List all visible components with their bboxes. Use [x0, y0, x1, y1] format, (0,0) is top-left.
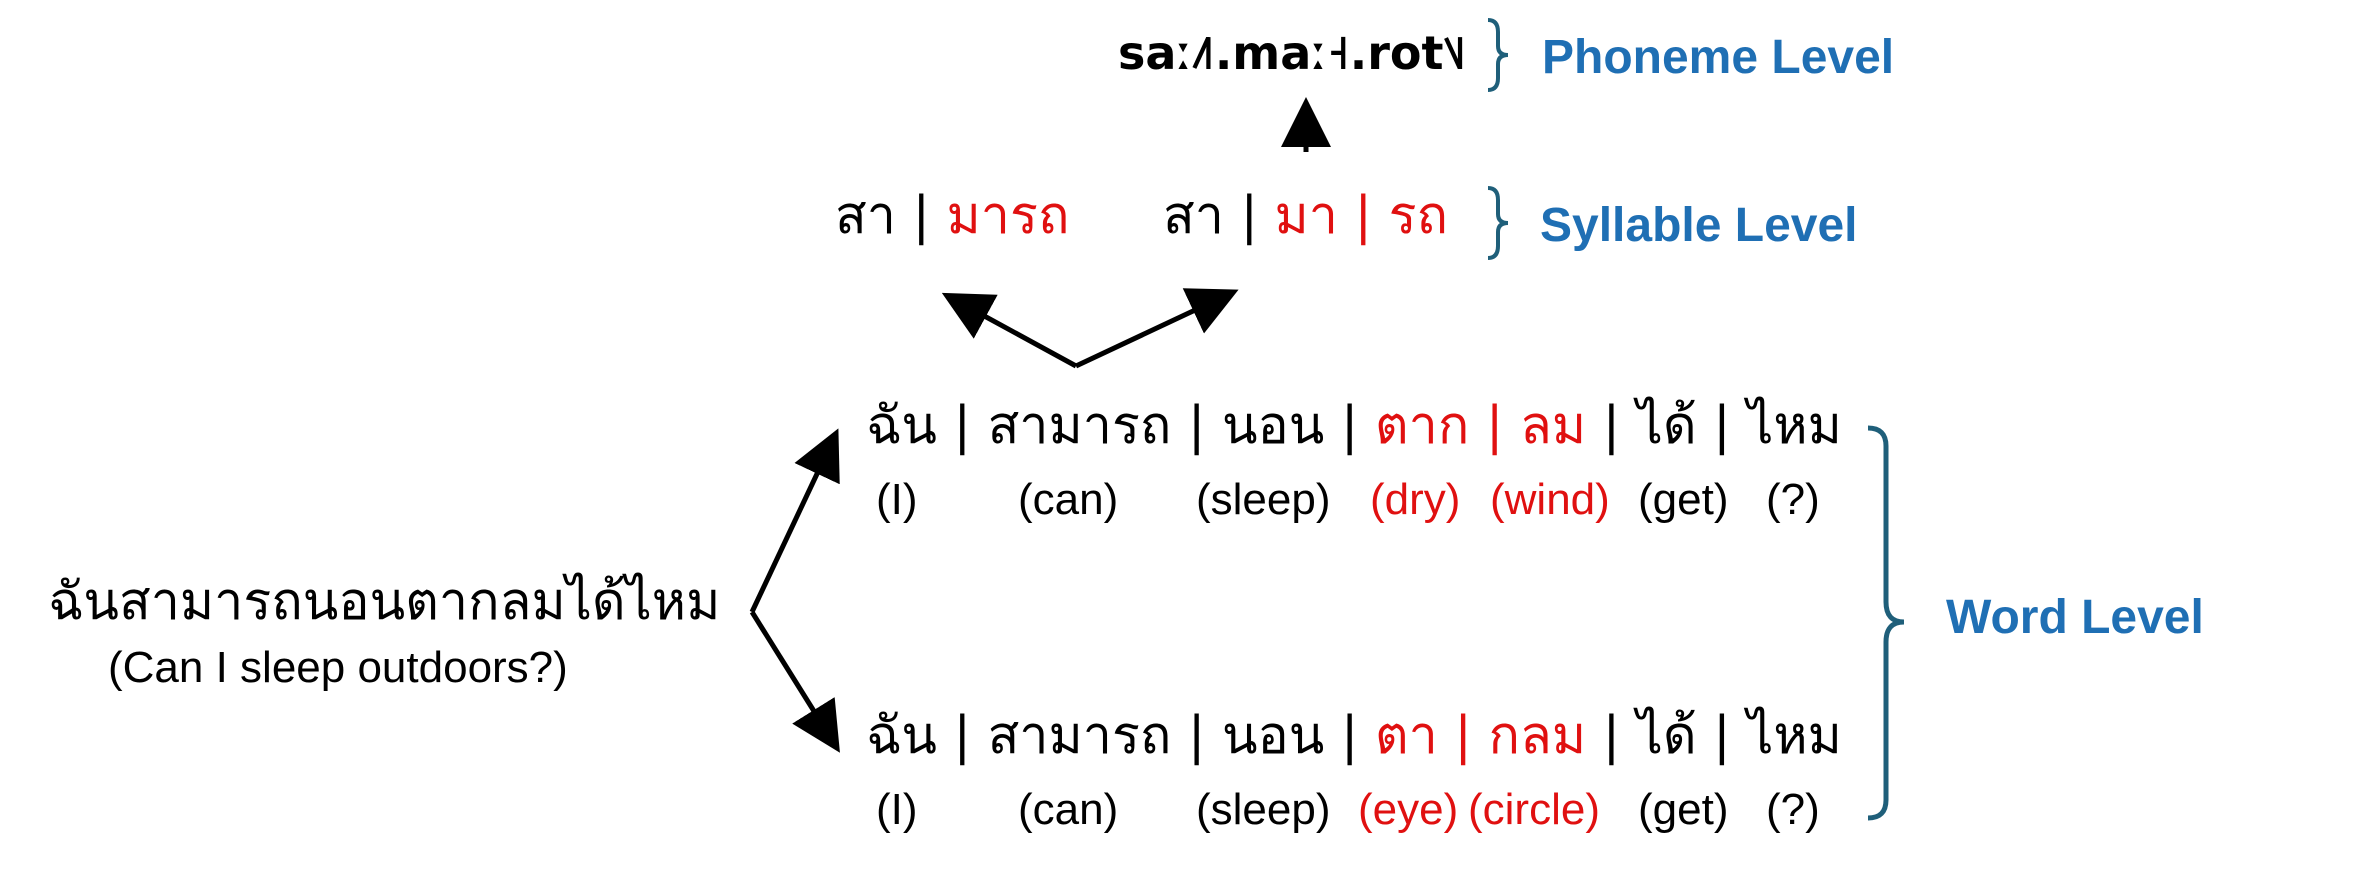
top-word: ไหม	[1747, 396, 1842, 456]
word-level-bracket	[1867, 425, 1905, 821]
bottom-word: นอน	[1221, 706, 1325, 766]
top-word-highlight: ตาก	[1374, 396, 1470, 456]
bottom-sep-highlight: |	[1454, 706, 1472, 766]
bottom-word: ฉัน	[866, 706, 937, 766]
top-sep-highlight: |	[1485, 396, 1504, 456]
gloss-bottom-2: (sleep)	[1196, 785, 1331, 834]
arrow-to-bottom-segmentation	[749, 610, 840, 753]
bottom-word: ไหม	[1747, 706, 1842, 766]
gloss-top-5: (get)	[1638, 475, 1729, 524]
top-sep: |	[953, 396, 972, 456]
syllable-a-first: สา	[835, 186, 896, 246]
top-sep: |	[1602, 396, 1621, 456]
phoneme-bracket	[1487, 18, 1509, 92]
syllable-option-b: สา | มา | รถ	[1163, 190, 1448, 242]
sentence-translation: (Can I sleep outdoors?)	[108, 643, 568, 692]
top-word: ฉัน	[866, 396, 937, 456]
bottom-sep: |	[1713, 706, 1731, 766]
top-word: ได้	[1636, 396, 1697, 456]
syllable-b-second: มา	[1274, 186, 1339, 246]
bottom-word: ได้	[1636, 706, 1697, 766]
word-level-label: Word Level	[1946, 591, 2204, 644]
syllable-a-second: มารถ	[946, 186, 1070, 246]
syllable-option-a: สา | มารถ	[835, 190, 1069, 242]
gloss-top-4: (wind)	[1490, 475, 1610, 524]
sentence-thai: ฉันสามารถนอนตากลมได้ไหม	[48, 572, 721, 632]
arrow-to-syllable-b	[1074, 288, 1239, 369]
syllable-b-third: รถ	[1388, 186, 1449, 246]
top-sep: |	[1340, 396, 1359, 456]
bottom-word-highlight: ตา	[1374, 706, 1438, 766]
top-sep: |	[1713, 396, 1731, 456]
gloss-bottom-5: (get)	[1638, 785, 1729, 834]
word-row-bottom: ฉัน | สามารถ | นอน | ตา | กลม | ได้ | ไห…	[866, 710, 1842, 762]
bottom-word-highlight: กลม	[1488, 706, 1587, 766]
phoneme-level-label: Phoneme Level	[1542, 31, 1895, 84]
gloss-bottom-6: (?)	[1766, 785, 1820, 834]
gloss-bottom-3: (eye)	[1358, 785, 1459, 834]
top-word: นอน	[1221, 396, 1325, 456]
syllable-a-sep: |	[912, 186, 930, 246]
top-word: สามารถ	[987, 396, 1172, 456]
syllable-bracket	[1487, 186, 1509, 260]
gloss-bottom-4: (circle)	[1468, 785, 1600, 834]
bottom-sep: |	[1602, 706, 1621, 766]
gloss-top-3: (dry)	[1370, 475, 1461, 524]
gloss-bottom-0: (I)	[876, 785, 918, 834]
syllable-b-sep2: |	[1354, 186, 1373, 246]
bottom-sep: |	[953, 706, 972, 766]
gloss-top-1: (can)	[1018, 475, 1119, 524]
syllable-b-sep1: |	[1240, 186, 1258, 246]
gloss-top-0: (I)	[876, 475, 918, 524]
gloss-top-6: (?)	[1766, 475, 1820, 524]
top-sep: |	[1187, 396, 1206, 456]
syllable-level-label: Syllable Level	[1540, 199, 1858, 252]
arrow-to-top-segmentation	[749, 428, 840, 614]
bottom-word: สามารถ	[987, 706, 1172, 766]
top-word-highlight: ลม	[1519, 396, 1587, 456]
phoneme-transcription: saː˩˥.maː˧.rot˥˩	[1118, 26, 1467, 80]
gloss-bottom-1: (can)	[1018, 785, 1119, 834]
word-row-top: ฉัน | สามารถ | นอน | ตาก | ลม | ได้ | ไห…	[866, 400, 1842, 452]
syllable-b-first: สา	[1163, 186, 1224, 246]
arrow-to-syllable-a	[941, 292, 1078, 369]
bottom-sep: |	[1340, 706, 1359, 766]
bottom-sep: |	[1187, 706, 1206, 766]
gloss-top-2: (sleep)	[1196, 475, 1331, 524]
